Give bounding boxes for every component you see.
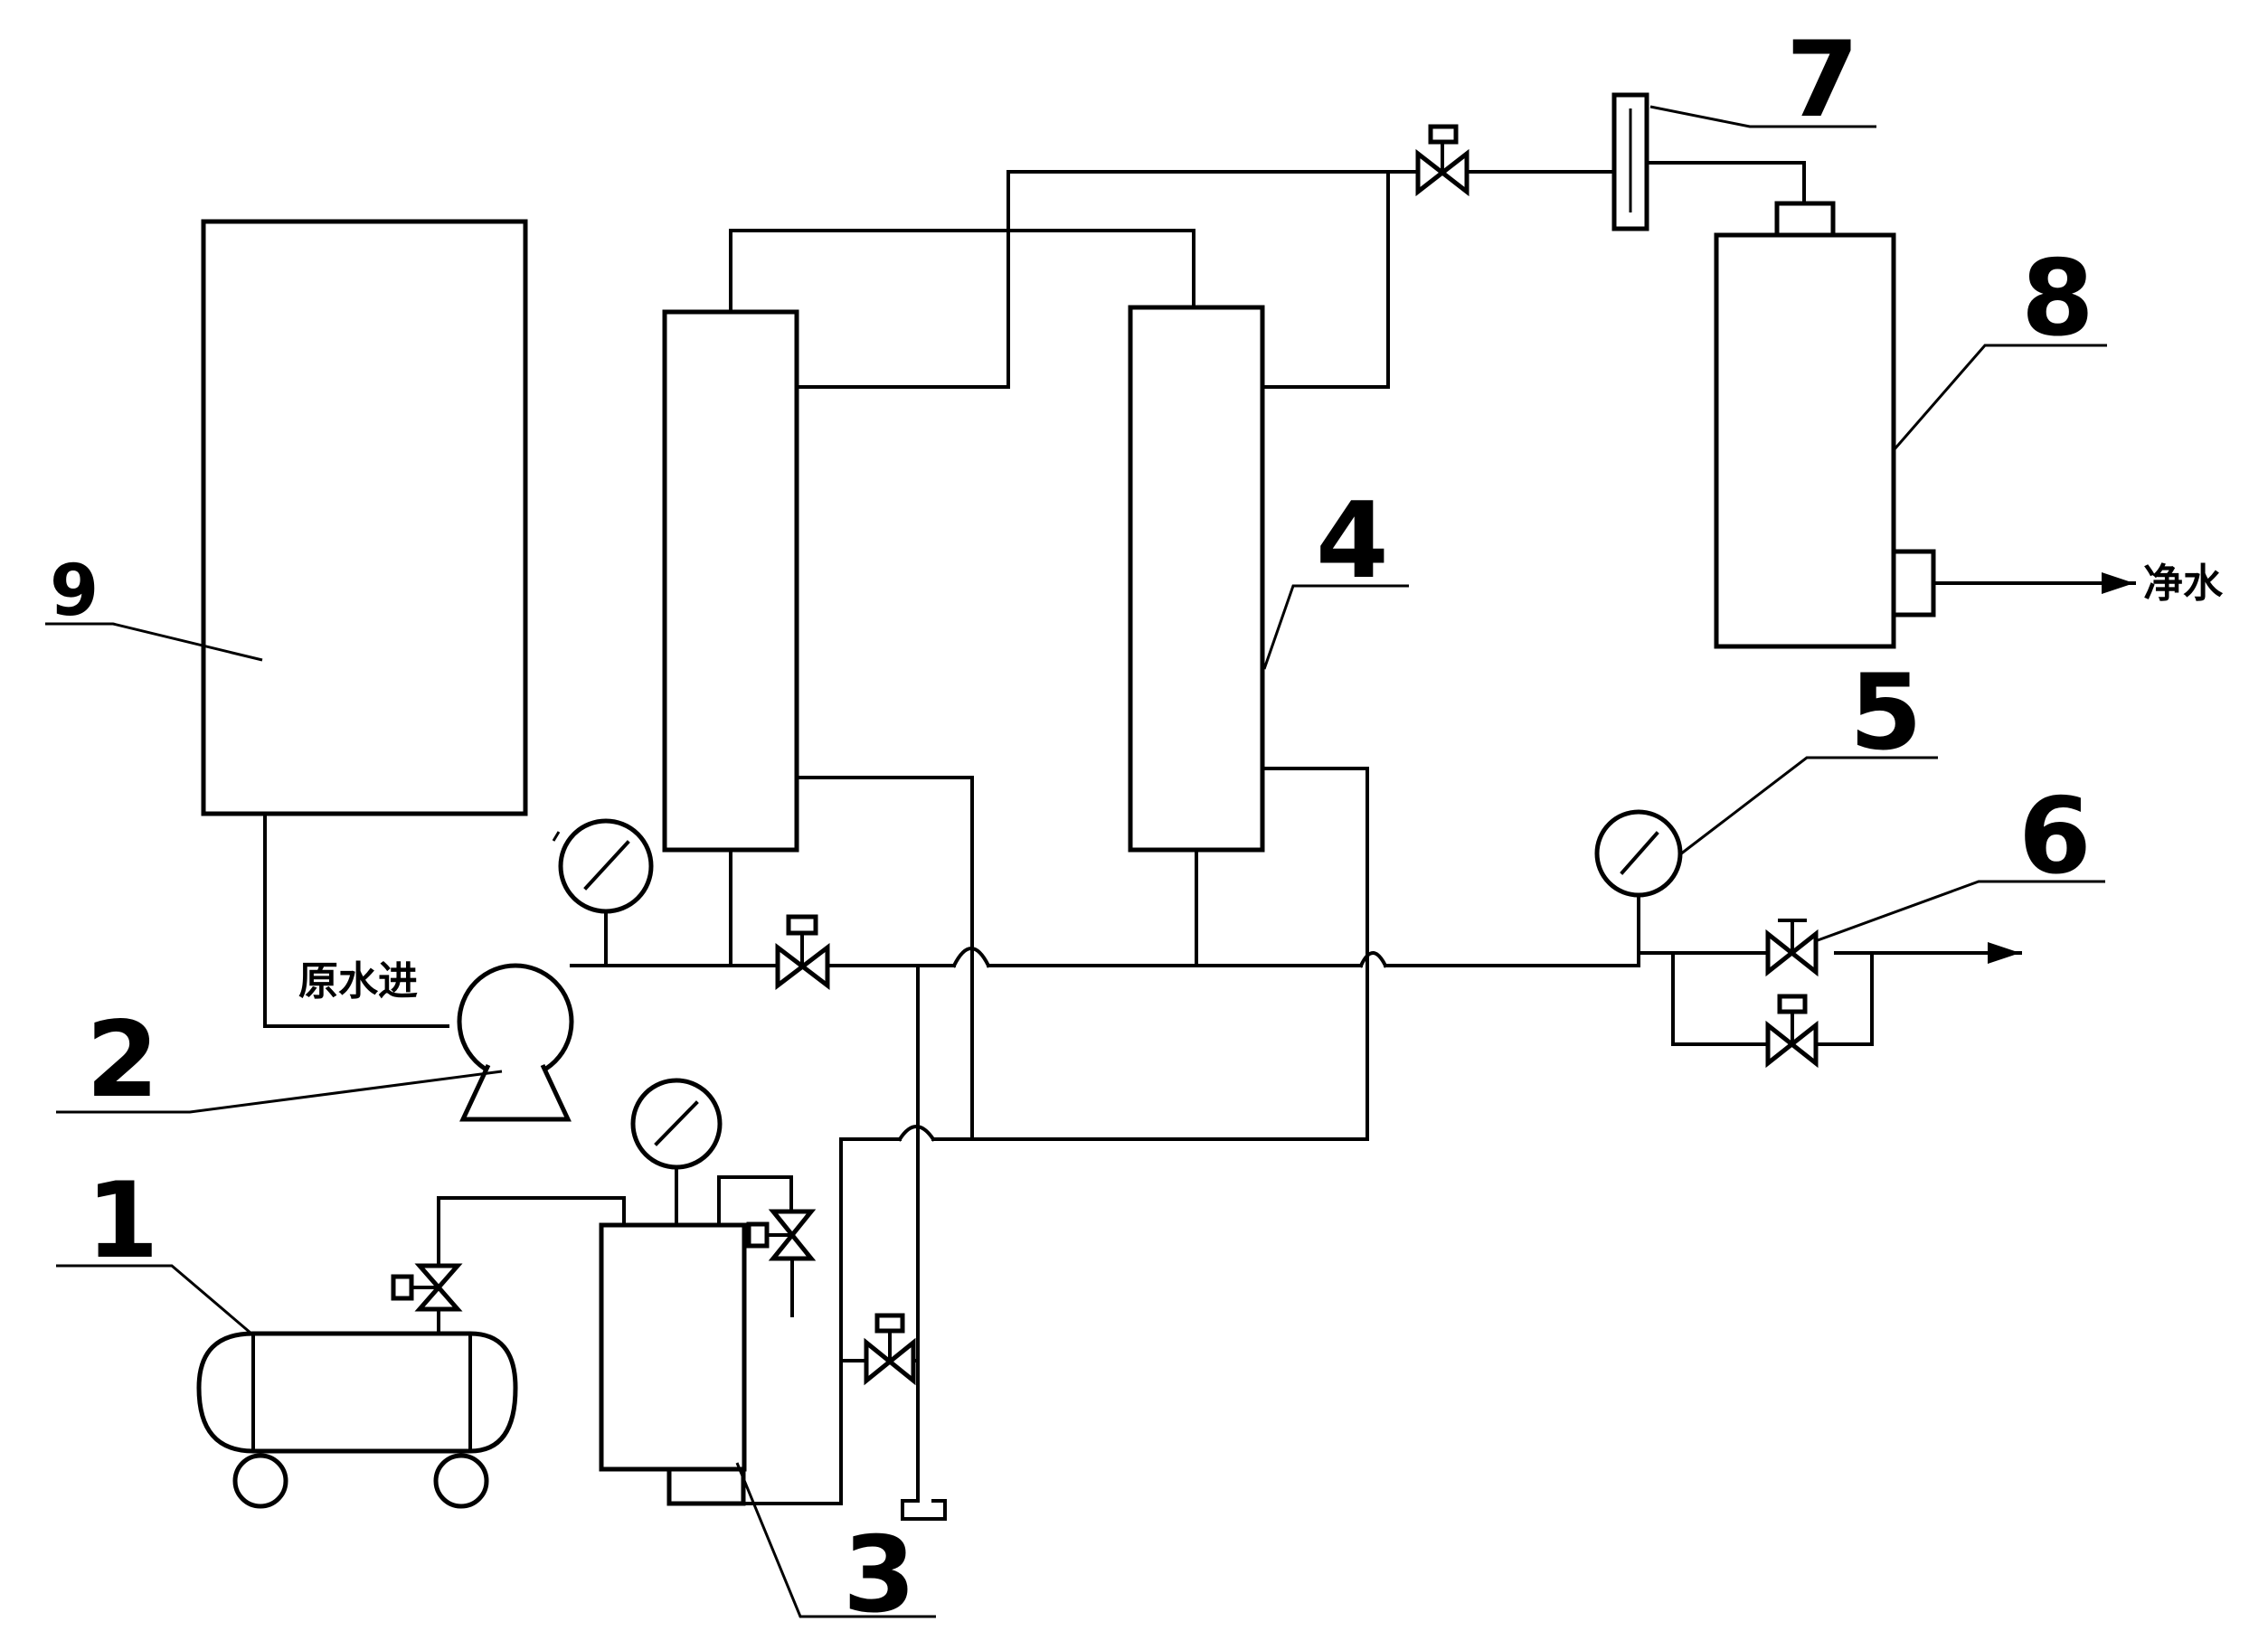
pipe-crossover-2 <box>1358 951 1388 968</box>
pressure-gauge-pump <box>552 818 654 967</box>
clean-water-tank <box>1714 232 1896 649</box>
drain-valve <box>864 1313 916 1386</box>
permeate-valve <box>1415 124 1469 197</box>
pump <box>457 963 574 1122</box>
label-7: 7 <box>1786 19 1859 141</box>
leader-2 <box>56 1070 503 1114</box>
bypass-loop <box>1671 951 1770 1046</box>
compressor-valve <box>391 1263 463 1312</box>
raw-water-in-label: 原水进 <box>298 958 418 1004</box>
outlet-pressure-gauge <box>1594 809 1683 955</box>
leader-9 <box>45 622 263 662</box>
label-4: 4 <box>1316 480 1389 602</box>
clean-water-cap <box>1774 201 1836 238</box>
clean-water-label: 净水 <box>2143 561 2224 607</box>
clean-water-outlet <box>1891 549 1936 618</box>
leader-8 <box>1892 344 2107 451</box>
vessel-vent-valve <box>746 1209 817 1317</box>
label-8: 8 <box>2021 238 2094 360</box>
leader-6 <box>1817 880 2105 942</box>
leader-4 <box>1262 584 1409 670</box>
pressure-vessel <box>599 1222 747 1472</box>
leader-7 <box>1649 105 1876 128</box>
bypass-valve <box>1765 994 1819 1069</box>
label-2: 2 <box>86 999 159 1121</box>
leader-5 <box>1679 756 1938 856</box>
membrane-column-a <box>662 309 799 853</box>
label-1: 1 <box>86 1160 159 1282</box>
label-6: 6 <box>2018 776 2092 898</box>
raw-water-tank <box>201 219 528 816</box>
membrane-column-b <box>1128 305 1265 853</box>
leader-1 <box>56 1264 252 1335</box>
label-9: 9 <box>50 551 99 632</box>
label-5: 5 <box>1849 652 1923 774</box>
tank-to-pump-pipe <box>263 812 449 1028</box>
feed-line-valve <box>775 914 830 991</box>
outlet-valve <box>1765 919 1819 977</box>
air-compressor <box>196 1331 518 1509</box>
label-3: 3 <box>843 1514 916 1636</box>
vessel-pressure-gauge <box>630 1078 723 1227</box>
leader-3 <box>735 1462 936 1618</box>
column-top-connector <box>729 229 1195 314</box>
